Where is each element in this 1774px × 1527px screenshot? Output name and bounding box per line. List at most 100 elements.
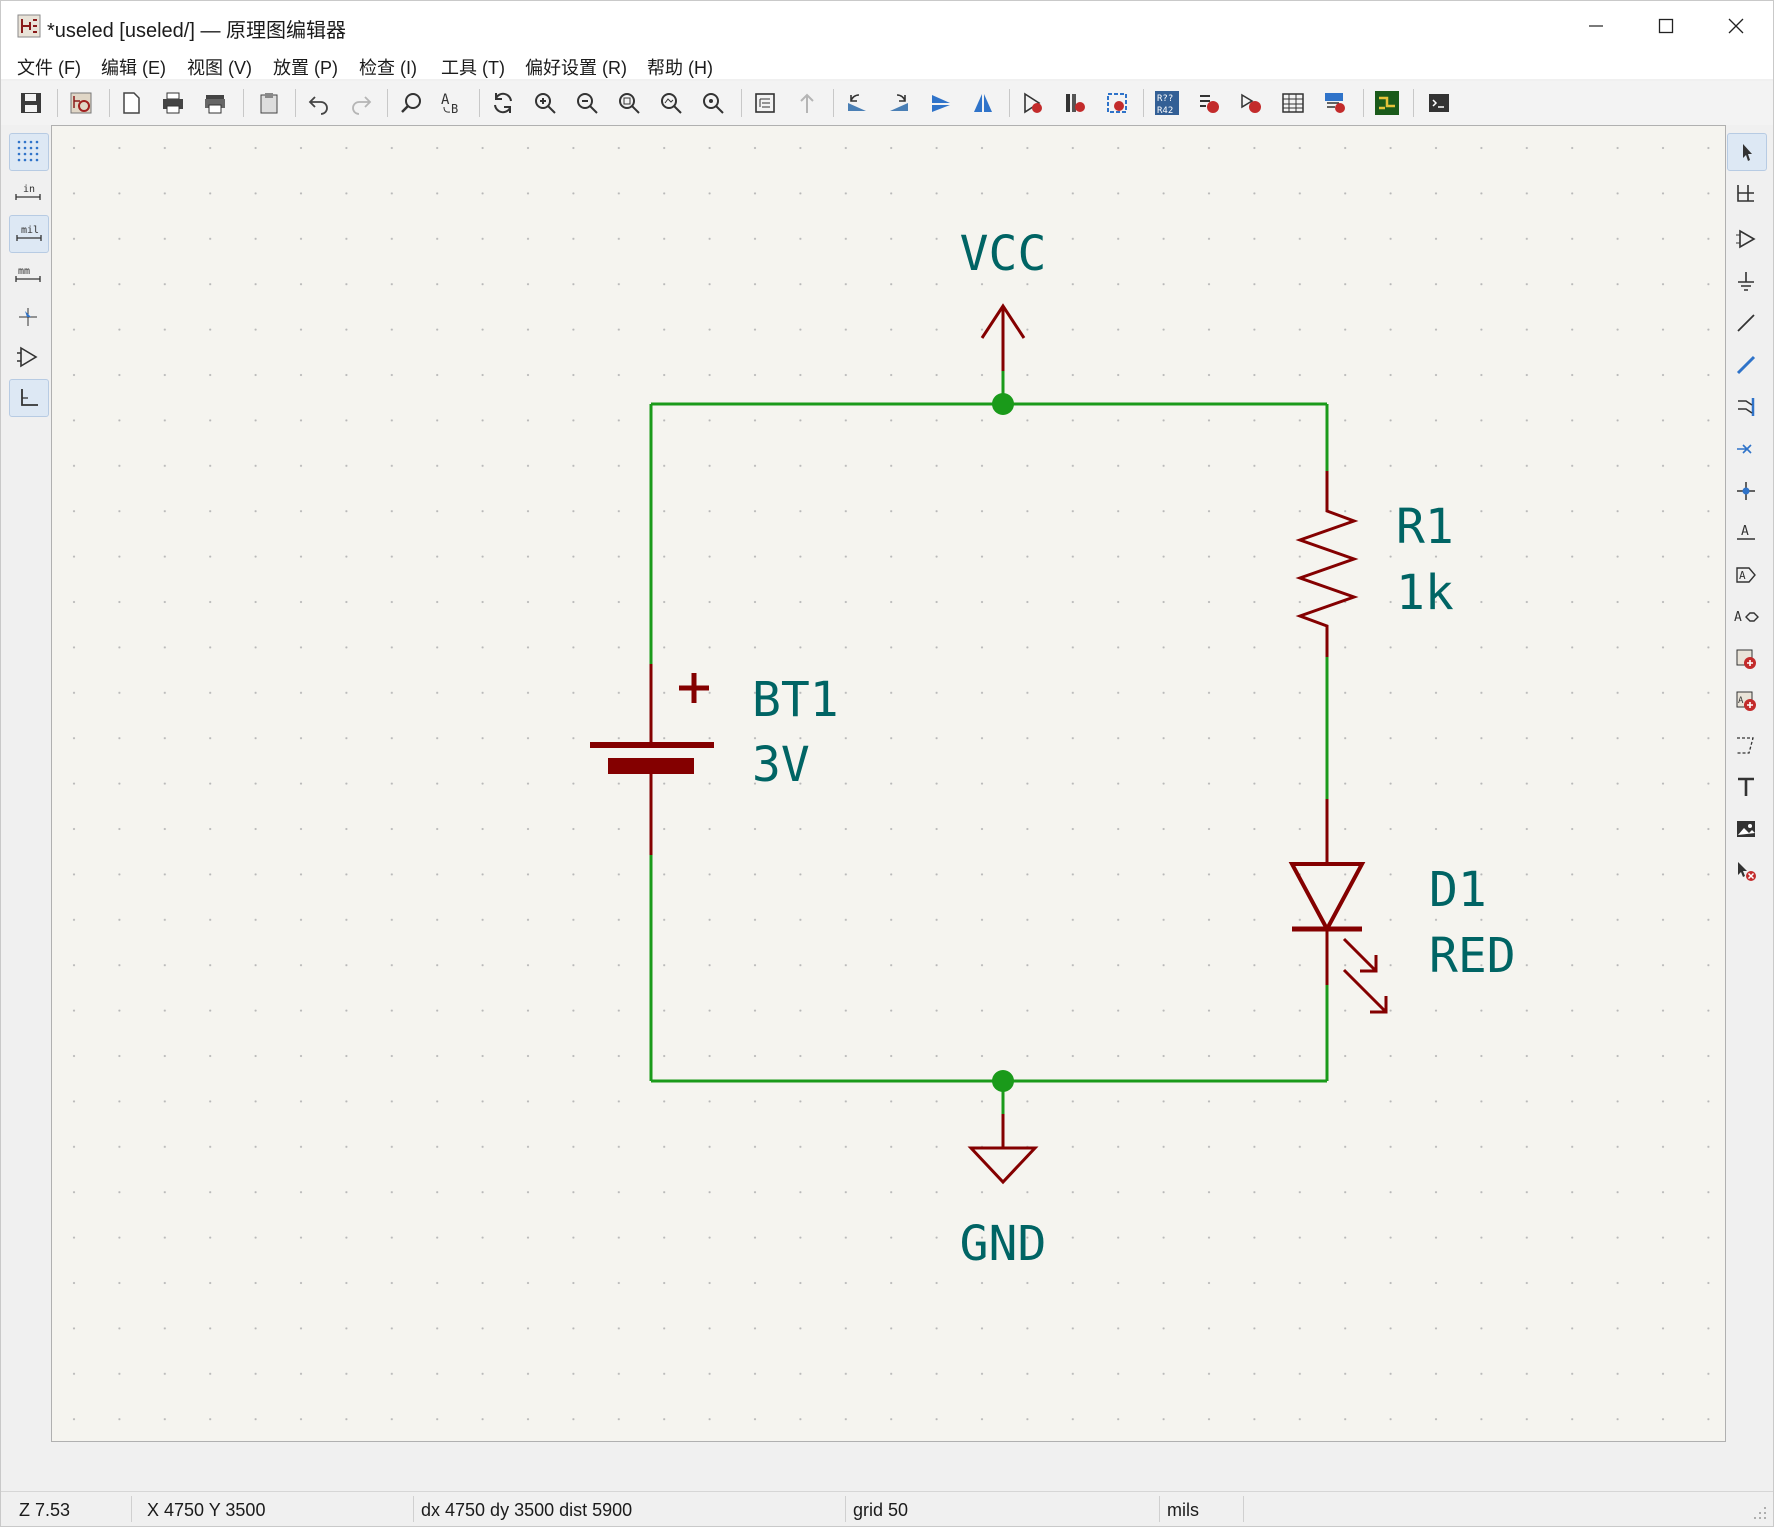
gnd-power-symbol[interactable]	[967, 1114, 1039, 1185]
toolbar-separator	[833, 89, 834, 117]
vcc-label: VCC	[960, 226, 1047, 282]
menu-place[interactable]: 放置 (P)	[273, 58, 338, 78]
plot-button[interactable]	[199, 87, 231, 119]
mirror-v-button[interactable]	[925, 87, 957, 119]
status-delta: dx 4750 dy 3500 dist 5900	[421, 1500, 633, 1520]
import-sheet-pin-button[interactable]: A	[1727, 683, 1765, 719]
print-button[interactable]	[157, 87, 189, 119]
symbol-editor-icon	[1024, 92, 1042, 114]
rotate-cw-icon	[890, 94, 908, 111]
hierarchy-navigator-button[interactable]	[749, 87, 781, 119]
zoom-out-icon	[577, 93, 598, 114]
units-inch-button[interactable]: in	[9, 175, 47, 211]
annotate-button[interactable]: R??R42	[1151, 87, 1183, 119]
close-button[interactable]	[1701, 1, 1771, 51]
menu-view[interactable]: 视图 (V)	[187, 58, 252, 78]
maximize-button[interactable]	[1631, 1, 1701, 51]
mirror-h-button[interactable]	[967, 87, 999, 119]
menu-tools[interactable]: 工具 (T)	[441, 58, 505, 78]
find-button[interactable]	[395, 87, 427, 119]
erc-button[interactable]	[1193, 87, 1225, 119]
toolbar-separator	[57, 89, 58, 117]
zoom-fit-button[interactable]	[613, 87, 645, 119]
redo-button[interactable]	[345, 87, 377, 119]
symbol-fields-table-button[interactable]	[1277, 87, 1309, 119]
junction-top[interactable]	[992, 393, 1014, 415]
line-mode-button[interactable]	[9, 379, 49, 417]
toggle-grid-button[interactable]	[9, 133, 49, 171]
add-text-button[interactable]	[1727, 769, 1765, 805]
svg-text:B: B	[451, 102, 458, 115]
pcb-editor-button[interactable]	[1371, 87, 1403, 119]
resistor-symbol[interactable]	[1295, 471, 1359, 657]
zoom-tool-icon	[703, 93, 724, 114]
toolbar-separator	[109, 89, 110, 117]
page-settings-button[interactable]	[115, 87, 147, 119]
add-power-button[interactable]	[1727, 263, 1765, 299]
save-button[interactable]	[15, 87, 47, 119]
highlight-net-button[interactable]	[1727, 175, 1765, 211]
units-mm-button[interactable]: mm	[9, 257, 47, 293]
hidden-pins-button[interactable]	[9, 339, 47, 375]
add-global-label-button[interactable]: A	[1727, 557, 1765, 593]
status-separator	[413, 1496, 414, 1522]
resize-grip-icon[interactable]	[1753, 1506, 1767, 1520]
schematic-setup-button[interactable]	[65, 87, 97, 119]
no-connect-icon	[1737, 444, 1752, 454]
units-mm-label: mm	[18, 266, 30, 277]
add-sheet-button[interactable]	[1727, 641, 1765, 677]
delete-tool-button[interactable]	[1727, 853, 1765, 889]
menu-preferences[interactable]: 偏好设置 (R)	[525, 58, 627, 78]
minimize-button[interactable]	[1561, 1, 1631, 51]
right-toolbar: A A A A	[1725, 129, 1769, 1439]
add-wire-button[interactable]	[1727, 305, 1765, 341]
units-inch-label: in	[23, 184, 35, 195]
add-label-button[interactable]: A	[1727, 515, 1765, 551]
netlist-button[interactable]	[1235, 87, 1267, 119]
select-tool-button[interactable]	[1727, 133, 1767, 171]
zoom-in-button[interactable]	[529, 87, 561, 119]
add-junction-button[interactable]	[1727, 473, 1765, 509]
add-symbol-button[interactable]	[1727, 221, 1765, 257]
add-bus-entry-button[interactable]	[1727, 389, 1765, 425]
symbol-editor-button[interactable]	[1017, 87, 1049, 119]
symbol-fields-table-icon	[1282, 93, 1304, 113]
bom-button[interactable]	[1319, 87, 1351, 119]
mirror-v-icon	[932, 95, 950, 112]
menu-edit[interactable]: 编辑 (E)	[101, 58, 166, 78]
no-connect-button[interactable]	[1727, 431, 1765, 467]
add-bus-button[interactable]	[1727, 347, 1765, 383]
battery-symbol[interactable]	[590, 664, 714, 855]
status-separator	[1243, 1496, 1244, 1522]
select-icon	[1743, 144, 1752, 161]
footprint-assign-button[interactable]	[1101, 87, 1133, 119]
symbol-browser-button[interactable]	[1059, 87, 1091, 119]
schematic-canvas[interactable]: VCC GND BT1 3V R1 1k	[51, 125, 1726, 1442]
undo-button[interactable]	[303, 87, 335, 119]
rotate-cw-button[interactable]	[883, 87, 915, 119]
zoom-out-button[interactable]	[571, 87, 603, 119]
paste-button[interactable]	[253, 87, 285, 119]
units-mil-button[interactable]: mil	[9, 215, 49, 253]
rotate-ccw-button[interactable]	[841, 87, 873, 119]
menu-help[interactable]: 帮助 (H)	[647, 58, 713, 78]
cursor-style-button[interactable]	[9, 299, 47, 335]
led-symbol[interactable]	[1288, 799, 1388, 1014]
zoom-objects-button[interactable]	[655, 87, 687, 119]
add-hier-label-button[interactable]: A	[1727, 599, 1765, 635]
junction-bottom[interactable]	[992, 1070, 1014, 1092]
erc-icon	[1200, 95, 1219, 113]
add-image-button[interactable]	[1727, 811, 1765, 847]
scripting-console-button[interactable]	[1423, 87, 1455, 119]
zoom-tool-button[interactable]	[697, 87, 729, 119]
refresh-button[interactable]	[487, 87, 519, 119]
menu-inspect[interactable]: 检查 (I)	[359, 58, 417, 78]
menu-file[interactable]: 文件 (F)	[17, 58, 81, 78]
canvas-grid	[52, 126, 1725, 1441]
vcc-power-symbol[interactable]	[980, 303, 1026, 371]
leave-sheet-button[interactable]	[791, 87, 823, 119]
line-mode-icon	[21, 389, 38, 406]
add-graphic-line-button[interactable]	[1727, 727, 1765, 763]
